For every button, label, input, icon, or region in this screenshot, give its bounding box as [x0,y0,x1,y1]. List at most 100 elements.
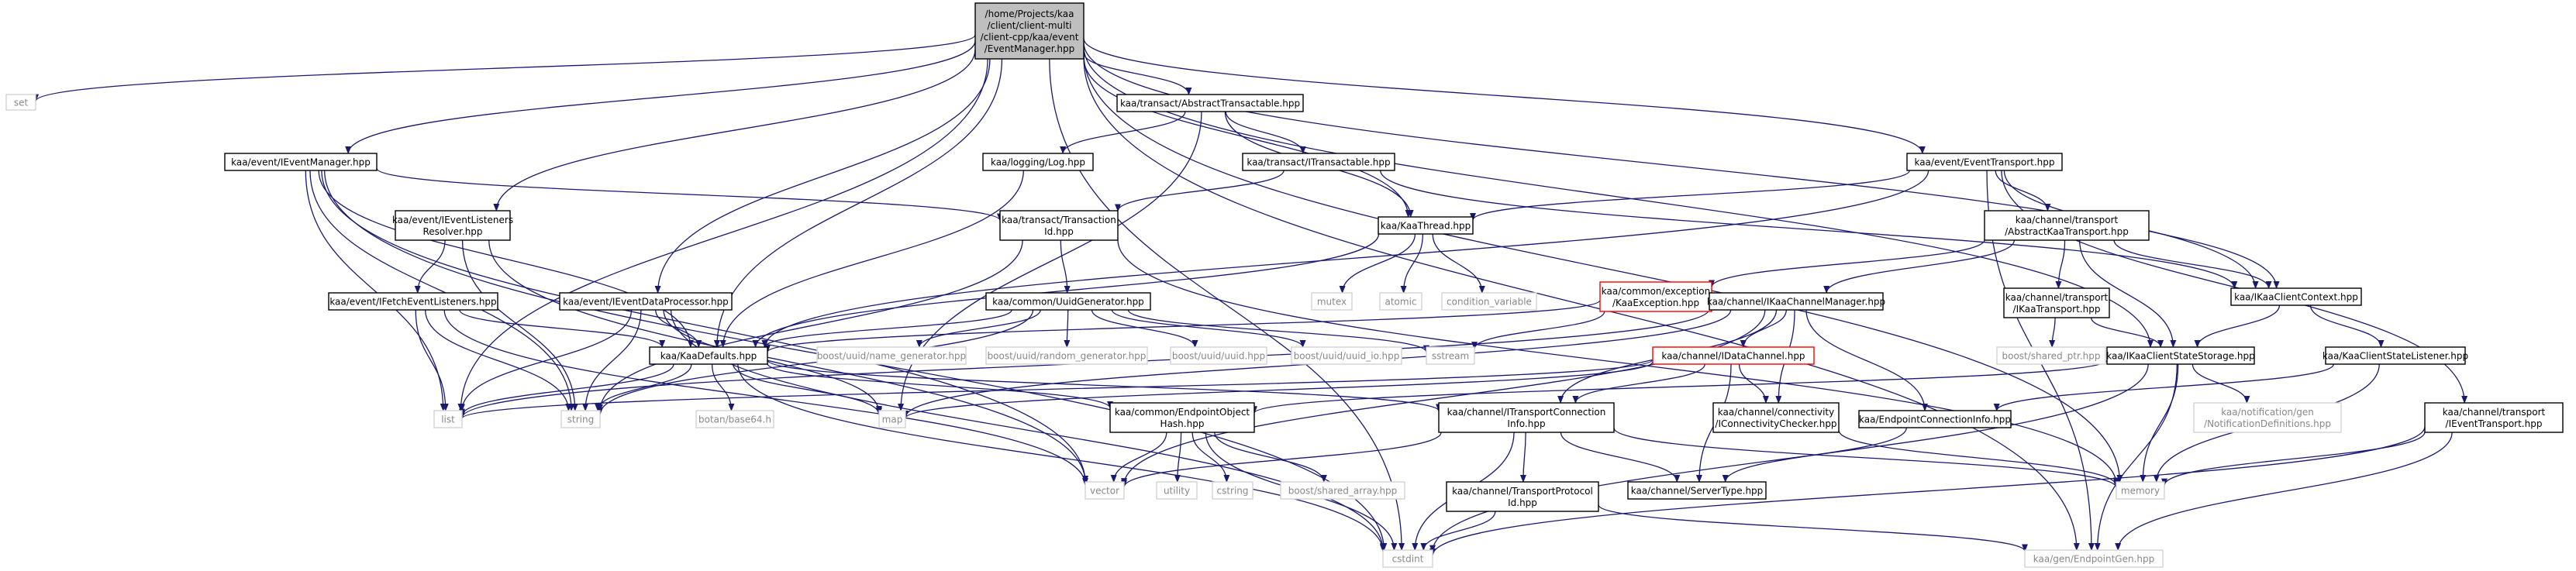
node-log[interactable]: kaa/logging/Log.hpp [982,153,1094,171]
node-layer: /home/Projects/kaa/client/client-multi/c… [5,2,2564,568]
node-utility: utility [1156,481,1198,500]
node-label: kaa/channel/IDataChannel.hpp [1661,351,1805,362]
edge-uuid-to-bui [1111,309,1306,348]
node-label: Hash.hpp [1160,418,1205,429]
node-kcss[interactable]: kaa/IKaaClientStateStorage.hpp [2106,346,2255,365]
node-ikcc[interactable]: kaa/IKaaClientContext.hpp [2230,287,2362,306]
edge-iem-to-kd [318,170,694,348]
node-label: /client-cpp/kaa/event [981,32,1079,43]
node-box [1116,94,1304,112]
node-box [878,410,906,428]
edge-kcss-to-memory [2140,363,2179,483]
node-label: cstdint [1392,554,1424,565]
edge-idc-to-icc [1738,363,1769,404]
node-box [1379,292,1422,311]
edge-kd-to-eoh [767,363,1113,409]
node-it[interactable]: kaa/transact/ITransactable.hpp [1242,153,1395,171]
node-box [2003,287,2110,318]
node-b64: botan/base64.h [695,410,774,428]
node-kcm[interactable]: kaa/channel/IKaaChannelManager.hpp [1707,292,1885,311]
node-box [559,292,733,311]
node-icc[interactable]: kaa/channel/connectivity/IConnectivityCh… [1712,402,1840,433]
node-box [649,346,768,365]
node-label: Id.hpp [1508,497,1537,508]
node-bsa: boost/shared_array.hpp [1280,481,1405,500]
node-at[interactable]: kaa/transact/AbstractTransactable.hpp [1116,94,1304,112]
node-box [1242,153,1395,171]
node-label: set [14,98,29,108]
edge-iet-to-cstdint [1429,426,2426,556]
edge-kcsl-to-eci [1993,363,2334,411]
node-root[interactable]: /home/Projects/kaa/client/client-multi/c… [974,2,1085,60]
node-mutex: mutex [1311,292,1353,311]
node-et[interactable]: kaa/event/EventTransport.hpp [1906,153,2063,171]
node-idc[interactable]: kaa/channel/IDataChannel.hpp [1652,346,1815,365]
node-string: string [560,410,601,428]
node-kd[interactable]: kaa/KaaDefaults.hpp [649,346,768,365]
node-box [2325,346,2466,365]
node-ifel[interactable]: kaa/event/IFetchEventListeners.hpp [328,292,498,311]
node-label: map [882,414,903,425]
node-uuid[interactable]: kaa/common/UuidGenerator.hpp [985,292,1151,311]
node-label: boost/uuid/uuid.hpp [1172,351,1265,362]
node-box [2024,549,2164,568]
node-box [1984,210,2150,241]
node-label: condition_variable [1447,297,1532,308]
edge-iedp-to-map [663,309,882,414]
node-label: kaa/common/EndpointObject [1115,407,1250,418]
edge-idc-to-list [459,359,1654,420]
node-kcsl[interactable]: kaa/KaaClientStateListener.hpp [2323,346,2468,365]
node-label: botan/base64.h [698,414,771,425]
node-kex[interactable]: kaa/common/exception/KaaException.hpp [1599,281,1712,312]
edge-iet-to-epg [2115,432,2453,551]
node-label: kaa/gen/EndpointGen.hpp [2033,554,2155,565]
node-kt[interactable]: kaa/KaaThread.hpp [1378,216,1474,235]
node-box [2193,402,2342,433]
node-label: sstream [1432,351,1469,362]
node-label: kaa/logging/Log.hpp [991,157,1085,168]
edge-kd-to-cstdint [737,363,1386,552]
edge-kcss-to-eoh [1251,359,2108,414]
node-label: kaa/channel/transport [2443,407,2546,418]
edge-act-to-kex [1709,239,1985,288]
edge-ctpi-to-epg [1598,504,2028,552]
node-label: kaa/EndpointConnectionInfo.hpp [1859,414,2011,425]
edge-root-to-cstdint [1049,58,1405,551]
node-box [982,153,1094,171]
edge-kd-to-b64 [711,363,735,411]
node-iem[interactable]: kaa/event/IEventManager.hpp [224,153,378,171]
node-cst[interactable]: kaa/channel/ServerType.hpp [1627,481,1767,500]
edge-tid-to-uuid [1060,239,1071,294]
node-iedp[interactable]: kaa/event/IEventDataProcessor.hpp [559,292,733,311]
node-ikt[interactable]: kaa/channel/transport/IKaaTransport.hpp [2003,287,2110,318]
node-act[interactable]: kaa/channel/transport/AbstractKaaTranspo… [1984,210,2150,241]
node-iet[interactable]: kaa/channel/transport/IEventTransport.hp… [2424,402,2564,433]
node-box [433,410,463,428]
node-label: kaa/channel/ServerType.hpp [1631,486,1764,497]
edge-tid-to-string [597,239,1023,412]
node-label: atomic [1385,297,1416,308]
node-list: list [433,410,463,428]
edge-kcm-to-eci [1805,309,1929,411]
edge-root-to-memory [1083,53,2123,483]
node-box [1996,346,2106,365]
edge-iem-to-string [309,170,575,411]
node-label: kaa/event/IEventDataProcessor.hpp [563,297,729,308]
node-box [2116,481,2165,500]
node-label: kaa/channel/TransportProtocol [1452,486,1593,497]
edge-ikt-to-bsp [2049,317,2056,348]
node-label: boost/shared_array.hpp [1288,486,1398,497]
node-eci[interactable]: kaa/EndpointConnectionInfo.hpp [1858,410,2012,428]
edge-layer [33,34,2468,556]
edge-act-to-kcm [1823,239,2015,294]
edge-ikt-to-kcss [2091,317,2164,348]
edge-tid-to-memory [1117,239,2119,486]
node-label: kaa/notification/gen [2221,407,2314,418]
node-label: kaa/event/EventTransport.hpp [1914,157,2054,168]
